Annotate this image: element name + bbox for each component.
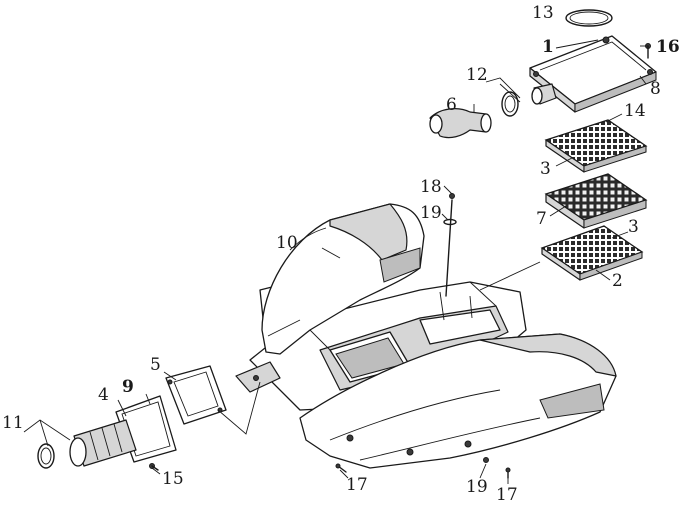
callout-4: 4 (98, 385, 109, 405)
callout-16: 16 (656, 37, 680, 57)
rear-fender-part (235, 279, 527, 411)
cover-inlet-part (531, 83, 557, 105)
intake-boot-part (69, 419, 137, 467)
side-cover-left-part (261, 203, 425, 355)
callout-15: 15 (162, 469, 184, 489)
callout-17-right: 17 (496, 485, 518, 505)
callout-14: 14 (624, 101, 646, 121)
callout-8: 8 (650, 79, 661, 99)
bottom-bolt-right (483, 457, 511, 479)
bottom-bolt-left (335, 463, 347, 473)
clamp-ring-part (501, 91, 519, 117)
callout-6: 6 (446, 95, 457, 115)
callout-19-lower: 19 (466, 477, 488, 497)
callout-numbers: 13 1 16 12 8 6 14 3 18 19 7 3 10 2 5 4 9… (2, 3, 680, 505)
filter-element-part (544, 173, 648, 229)
side-cover-right-part (299, 333, 617, 469)
callout-11: 11 (2, 413, 24, 433)
callout-2: 2 (612, 271, 623, 291)
callout-19-upper: 19 (420, 203, 442, 223)
callout-3-upper: 3 (540, 159, 551, 179)
leader-lines (23, 39, 648, 484)
callout-12: 12 (466, 65, 488, 85)
callout-3-lower: 3 (628, 217, 639, 237)
gasket-part (165, 365, 227, 425)
callout-18: 18 (420, 177, 442, 197)
callout-9: 9 (122, 377, 134, 397)
callout-7: 7 (536, 209, 547, 229)
boot-clamp-part (37, 443, 55, 469)
callout-1: 1 (542, 37, 554, 57)
intake-duct-part (429, 108, 492, 139)
filter-screen-upper-part (544, 119, 648, 173)
small-bolt-part (149, 463, 159, 471)
sealing-ring-part (565, 9, 613, 27)
pin-part (443, 193, 457, 297)
filter-screen-lower-part (540, 225, 644, 281)
airbox-cover-part (529, 35, 657, 113)
callout-13: 13 (532, 3, 554, 23)
callout-5: 5 (150, 355, 161, 375)
callout-10: 10 (276, 233, 298, 253)
callout-17-left: 17 (346, 475, 368, 495)
